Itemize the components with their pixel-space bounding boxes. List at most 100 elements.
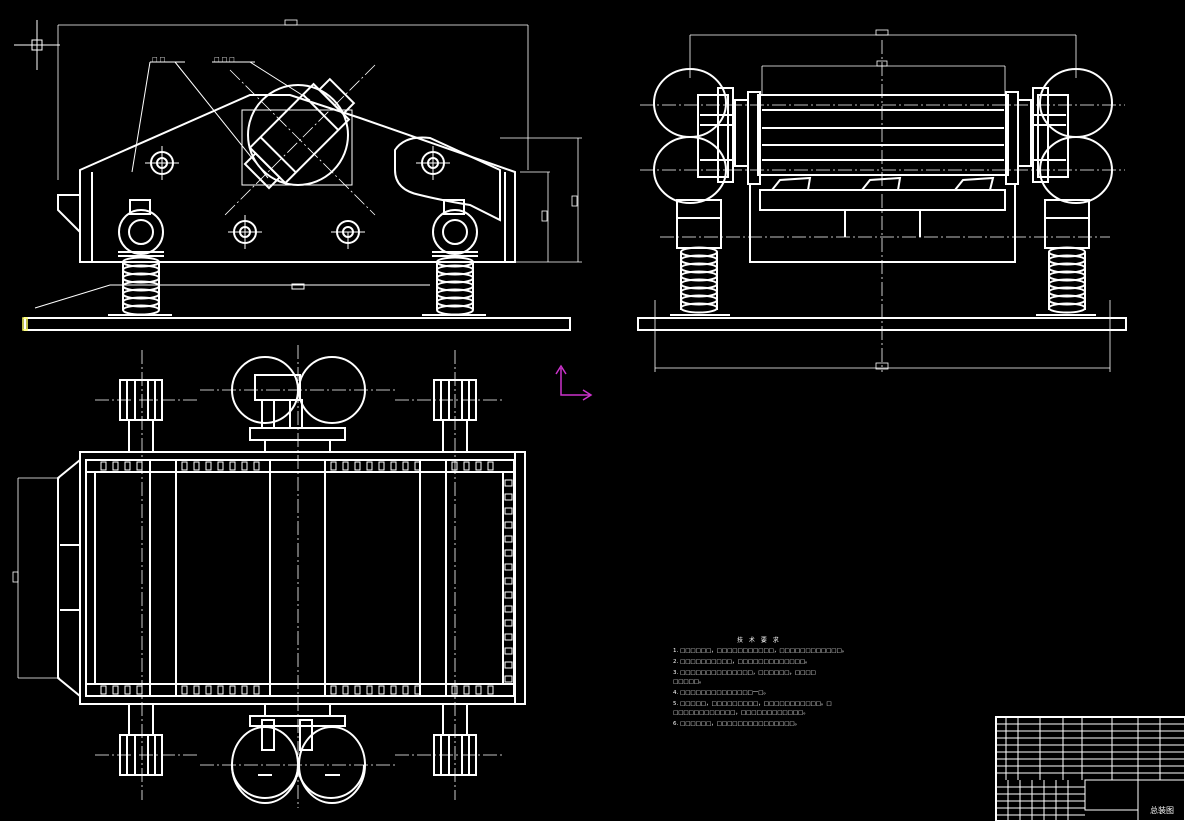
front-base-plate xyxy=(24,317,571,331)
note-line-3b: □□□□□。 xyxy=(673,679,704,685)
front-leader-label-right: □ □ □ xyxy=(214,56,235,63)
side-base-plate xyxy=(637,317,1127,331)
rib-slot xyxy=(342,685,349,695)
rib-slot xyxy=(229,461,236,471)
rib-slot xyxy=(463,461,470,471)
front-bolt-holes xyxy=(145,146,450,249)
rib-slot xyxy=(504,661,513,669)
rib-slot xyxy=(390,685,397,695)
front-leader-lines xyxy=(34,61,430,309)
rib-slot xyxy=(217,685,224,695)
rib-slot xyxy=(330,685,337,695)
drawing-name: 总装图 xyxy=(1150,805,1174,815)
notes-title: 技 术 要 求 xyxy=(737,636,781,644)
rib-slot xyxy=(100,685,107,695)
top-motor-upper xyxy=(231,356,366,453)
note-line-1: 1. □□□□□□，□□□□□□□□□□□，□□□□□□□□□□□□。 xyxy=(673,648,847,654)
front-leader-label-left: □ □ xyxy=(152,56,165,63)
screen-box-end xyxy=(734,91,1032,263)
technical-requirements: 技 术 要 求 1. □□□□□□，□□□□□□□□□□□，□□□□□□□□□□… xyxy=(673,636,847,727)
vibration-motor-front xyxy=(241,77,356,190)
rib-slot xyxy=(504,675,513,683)
side-dimensions xyxy=(654,29,1111,372)
rib-slot xyxy=(504,633,513,641)
cad-cursor-crosshair xyxy=(14,20,60,70)
rib-slot xyxy=(181,461,188,471)
rib-slot xyxy=(354,685,361,695)
note-line-4: 4. □□□□□□□□□□□□□□一□。 xyxy=(673,690,769,696)
rib-slot xyxy=(366,685,373,695)
rib-slot xyxy=(451,461,458,471)
top-spring-seats xyxy=(119,379,477,776)
rib-slot xyxy=(112,461,119,471)
rib-slot xyxy=(112,685,119,695)
rib-slot xyxy=(205,461,212,471)
note-line-5: 5. □□□□□，□□□□□□□□□，□□□□□□□□□□□。□ xyxy=(673,701,832,707)
ucs-icon xyxy=(555,364,593,401)
rib-slot xyxy=(504,647,513,655)
rib-slot xyxy=(504,605,513,613)
side-spring-left xyxy=(670,199,730,316)
side-spring-right xyxy=(1036,199,1096,316)
note-line-6: 6. □□□□□□，□□□□□□□□□□□□□□□。 xyxy=(673,721,800,727)
rib-slot xyxy=(463,685,470,695)
rib-slot xyxy=(390,461,397,471)
rib-slot xyxy=(414,685,421,695)
rib-slot xyxy=(193,685,200,695)
rib-slot xyxy=(414,461,421,471)
top-ribs xyxy=(100,461,513,695)
cad-grip-point[interactable] xyxy=(22,317,28,331)
front-cutaway-break xyxy=(394,136,501,222)
vibration-motor-left-pair xyxy=(653,68,735,204)
rib-slot xyxy=(124,685,131,695)
rib-slot xyxy=(330,461,337,471)
front-view: □ □ □ □ □ xyxy=(22,19,582,331)
rib-slot xyxy=(475,461,482,471)
rib-slot xyxy=(504,507,513,515)
spring-support-left xyxy=(108,199,172,316)
spring-support-right xyxy=(422,199,486,316)
rib-slot xyxy=(366,461,373,471)
rib-slot xyxy=(253,685,260,695)
rib-slot xyxy=(504,619,513,627)
rib-slot xyxy=(229,685,236,695)
rib-slot xyxy=(241,461,248,471)
rib-slot xyxy=(504,591,513,599)
rib-slot xyxy=(253,461,260,471)
rib-slot xyxy=(487,685,494,695)
side-view xyxy=(637,29,1127,372)
side-centerlines xyxy=(640,40,1125,372)
rib-slot xyxy=(378,685,385,695)
rib-slot xyxy=(354,461,361,471)
title-block: 总装图 xyxy=(995,716,1185,821)
rib-slot xyxy=(504,479,513,487)
rib-slot xyxy=(504,493,513,501)
rib-slot xyxy=(193,461,200,471)
top-dimension-left xyxy=(12,477,60,679)
rib-slot xyxy=(402,685,409,695)
rib-slot xyxy=(181,685,188,695)
rib-slot xyxy=(241,685,248,695)
rib-slot xyxy=(475,685,482,695)
note-line-2: 2. □□□□□□□□□□，□□□□□□□□□□□□□。 xyxy=(673,659,811,665)
rib-slot xyxy=(504,521,513,529)
note-line-5b: □□□□□□□□□□□□，□□□□□□□□□□□□。 xyxy=(673,710,809,716)
top-motor-lower xyxy=(231,703,366,804)
front-dimension-right xyxy=(500,137,582,263)
rib-slot xyxy=(378,461,385,471)
rib-slot xyxy=(504,549,513,557)
rib-slot xyxy=(136,685,143,695)
rib-slot xyxy=(504,535,513,543)
rib-slot xyxy=(504,577,513,585)
rib-slot xyxy=(124,461,131,471)
note-line-3: 3. □□□□□□□□□□□□□□，□□□□□□，□□□□ xyxy=(673,670,816,676)
rib-slot xyxy=(402,461,409,471)
vibration-motor-right-pair xyxy=(1031,68,1113,204)
rib-slot xyxy=(504,563,513,571)
rib-slot xyxy=(217,461,224,471)
front-dimension-top xyxy=(57,19,529,180)
motor-centerlines xyxy=(224,64,376,216)
rib-slot xyxy=(100,461,107,471)
rib-slot xyxy=(136,461,143,471)
